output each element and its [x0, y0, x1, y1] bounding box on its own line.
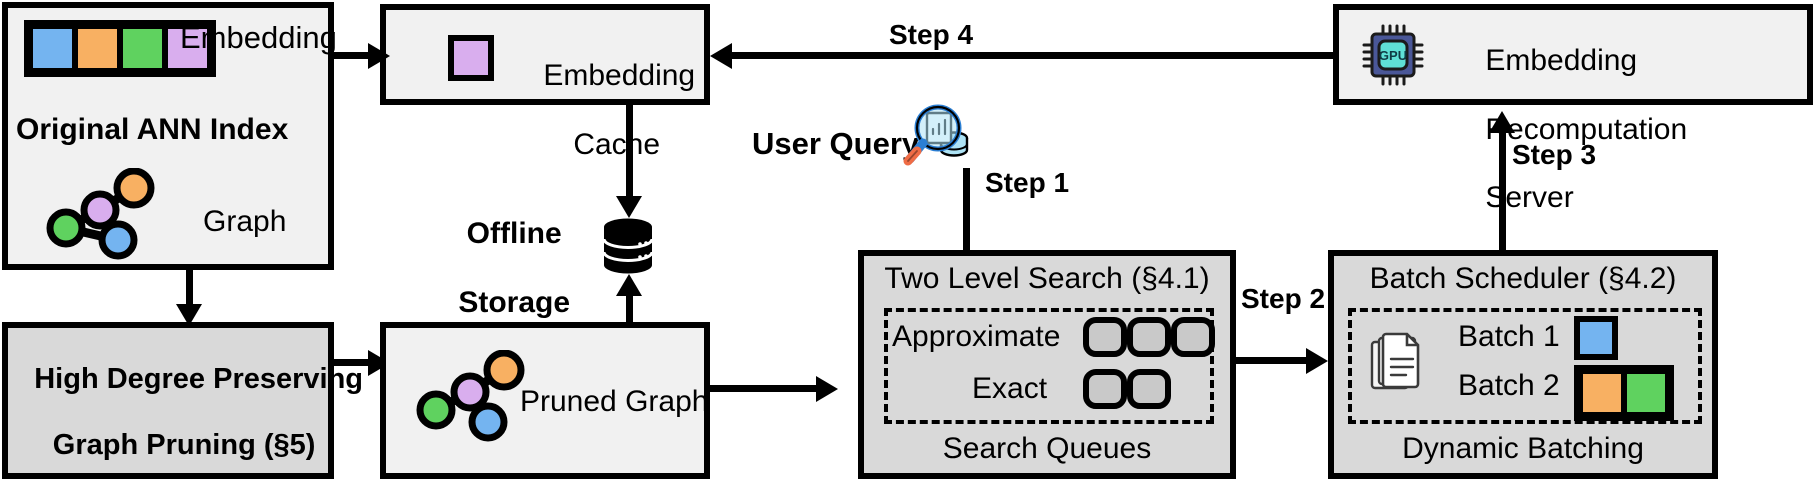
graph-pruning-line1: High Degree Preserving: [34, 363, 364, 396]
embedding-cache-swatch: [448, 35, 494, 81]
connector-index-to-pruning: [186, 270, 193, 308]
dynamic-batching-group: [1348, 308, 1702, 424]
connector-search-to-scheduler: [1236, 357, 1311, 364]
two-level-search-title: Two Level Search (§4.1): [884, 262, 1210, 295]
recomputation-server-box: [1333, 4, 1813, 105]
embedding-label: Embedding: [180, 20, 337, 55]
embedding-cache-box: [380, 4, 710, 105]
pruned-graph-icon: [410, 350, 530, 445]
database-cylinder-icon: [602, 218, 654, 274]
approximate-slot-2: [1127, 317, 1171, 357]
connector-cache-to-storage: [626, 105, 633, 200]
magnifier-document-database-icon: [900, 104, 972, 174]
step-1-label: Step 1: [985, 167, 1070, 198]
arrowhead-pruned-graph-to-storage: [616, 274, 642, 296]
offline-storage-label: Offline Storage: [400, 183, 595, 354]
exact-slot-2: [1127, 369, 1171, 409]
batch-2-swatch-green: [1624, 371, 1668, 415]
batch-2-label: Batch 2: [1458, 369, 1560, 402]
recomputation-server-line3: Server: [1485, 180, 1574, 214]
embedding-cache-title: Embedding Cache: [510, 25, 695, 196]
connector-query-to-search: [963, 168, 970, 293]
embedding-cache-line1: Embedding: [543, 59, 696, 93]
exact-row-label: Exact: [972, 372, 1048, 405]
graph-pruning-line2: Graph Pruning (§5): [52, 429, 316, 462]
original-graph-icon: [40, 168, 160, 263]
arrowhead-index-to-pruning: [176, 304, 202, 326]
batch-2-swatch-orange: [1580, 371, 1624, 415]
pruned-graph-label: Pruned Graph: [520, 385, 709, 418]
step-4-label: Step 4: [889, 19, 974, 50]
approximate-slot-3: [1171, 317, 1215, 357]
two-level-search-box: [858, 250, 1236, 479]
approximate-slot-1: [1083, 317, 1127, 357]
embedding-cache-line2: Cache: [573, 127, 661, 161]
offline-storage-line1: Offline: [466, 217, 562, 251]
arrowhead-scheduler-to-server: [1489, 111, 1515, 133]
user-query-label: User Query: [752, 126, 920, 161]
embedding-swatch-green: [120, 26, 165, 71]
connector-pruning-to-pruned-graph: [334, 359, 372, 366]
batch-scheduler-title: Batch Scheduler (§4.2): [1369, 262, 1677, 295]
graph-pruning-title: High Degree Preserving Graph Pruning (§5…: [2, 330, 363, 481]
svg-text:GPU: GPU: [1379, 48, 1407, 63]
documents-stack-icon: [1370, 332, 1426, 394]
graph-pruning-box: [2, 322, 334, 479]
arrowhead-index-to-cache: [368, 43, 390, 69]
gpu-chip-icon: GPU: [1362, 24, 1424, 86]
batch-2-swatch-strip: [1574, 365, 1674, 421]
step-2-label: Step 2: [1241, 283, 1326, 314]
offline-storage-line2: Storage: [458, 285, 571, 319]
batch-1-swatch-blue: [1574, 316, 1618, 360]
embedding-swatch-strip: [24, 20, 216, 77]
recomputation-server-title: Embedding Recomputation Server: [1452, 10, 1687, 249]
connector-pruned-graph-to-storage: [626, 295, 633, 345]
arrowhead-server-to-cache: [710, 43, 732, 69]
batch-1-label: Batch 1: [1458, 320, 1560, 353]
arrowhead-pruned-graph-to-search: [816, 376, 838, 402]
recomputation-server-line2: Recomputation: [1485, 112, 1688, 146]
exact-slot-1: [1083, 369, 1127, 409]
approximate-row-label: Approximate: [892, 320, 1061, 353]
connector-scheduler-to-server: [1499, 132, 1506, 252]
connector-pruned-graph-to-search: [710, 385, 820, 392]
pruned-graph-box: [380, 322, 710, 479]
arrowhead-cache-to-storage: [616, 196, 642, 218]
embedding-swatch-blue: [30, 26, 75, 71]
step-3-label: Step 3: [1512, 139, 1597, 170]
search-queues-footer: Search Queues: [942, 432, 1152, 465]
embedding-swatch-orange: [75, 26, 120, 71]
connector-index-to-cache: [334, 52, 372, 59]
recomputation-server-line1: Embedding: [1485, 44, 1638, 78]
search-queues-group: [884, 308, 1214, 424]
graph-label: Graph: [203, 205, 287, 238]
dynamic-batching-footer: Dynamic Batching: [1402, 432, 1644, 465]
arrowhead-search-to-scheduler: [1306, 348, 1328, 374]
original-ann-index-title: Original ANN Index: [16, 113, 289, 146]
connector-server-to-cache: [730, 52, 1335, 59]
embedding-swatch-purple: [165, 26, 210, 71]
